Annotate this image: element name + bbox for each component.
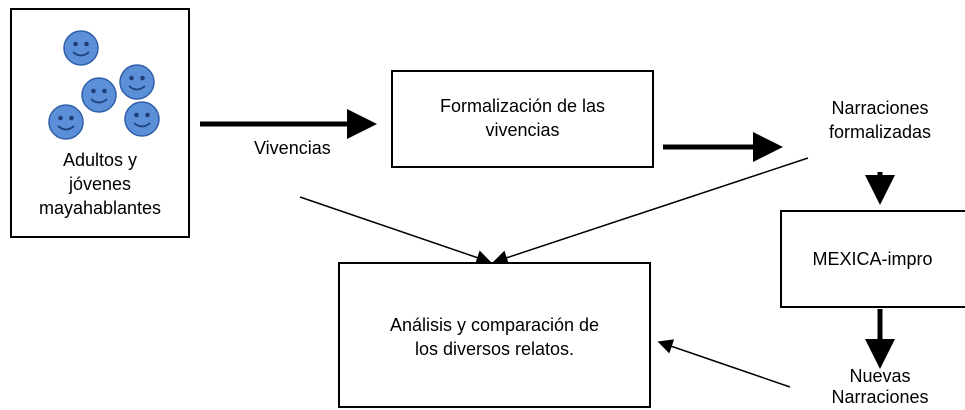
- arrow-narrations-to-analysis: [492, 157, 809, 265]
- formalized-narrations-line2: formalizadas: [828, 122, 932, 142]
- participants-label-line2: jóvenes: [68, 174, 132, 194]
- participants-label-line3: mayahablantes: [38, 198, 162, 218]
- new-narrations-line2: Narraciones: [831, 387, 929, 407]
- smiley-face-icon: [124, 101, 160, 137]
- formalization-box: Formalización de las vivencias: [391, 70, 654, 168]
- smiley-group: [48, 30, 160, 140]
- arrow-participants-to-analysis: [299, 196, 492, 265]
- mexica-impro-label: MEXICA-impro: [812, 249, 933, 269]
- analysis-box: Análisis y comparación de los diversos r…: [338, 262, 651, 408]
- new-narrations-line1: Nuevas: [849, 366, 911, 386]
- smiley-face-icon: [81, 77, 117, 113]
- formalized-narrations-label: Narraciones formalizadas: [800, 96, 960, 144]
- participants-box: Adultos y jóvenes mayahablantes: [10, 8, 190, 238]
- formalization-label-line2: vivencias: [485, 120, 560, 140]
- formalized-narrations-line1: Narraciones: [831, 98, 929, 118]
- smiley-face-icon: [63, 30, 99, 66]
- formalization-label-line1: Formalización de las: [439, 96, 606, 116]
- arrow-new-narrations-to-analysis: [657, 339, 791, 388]
- smiley-face-icon: [119, 64, 155, 100]
- mexica-impro-box: MEXICA-impro: [780, 210, 965, 308]
- smiley-face-icon: [48, 104, 84, 140]
- new-narrations-label: Nuevas Narraciones: [800, 366, 960, 408]
- analysis-label-line2: los diversos relatos.: [414, 339, 575, 359]
- experiences-edge-label: Vivencias: [254, 138, 331, 158]
- analysis-label-line1: Análisis y comparación de: [389, 315, 600, 335]
- participants-label-line1: Adultos y: [62, 150, 138, 170]
